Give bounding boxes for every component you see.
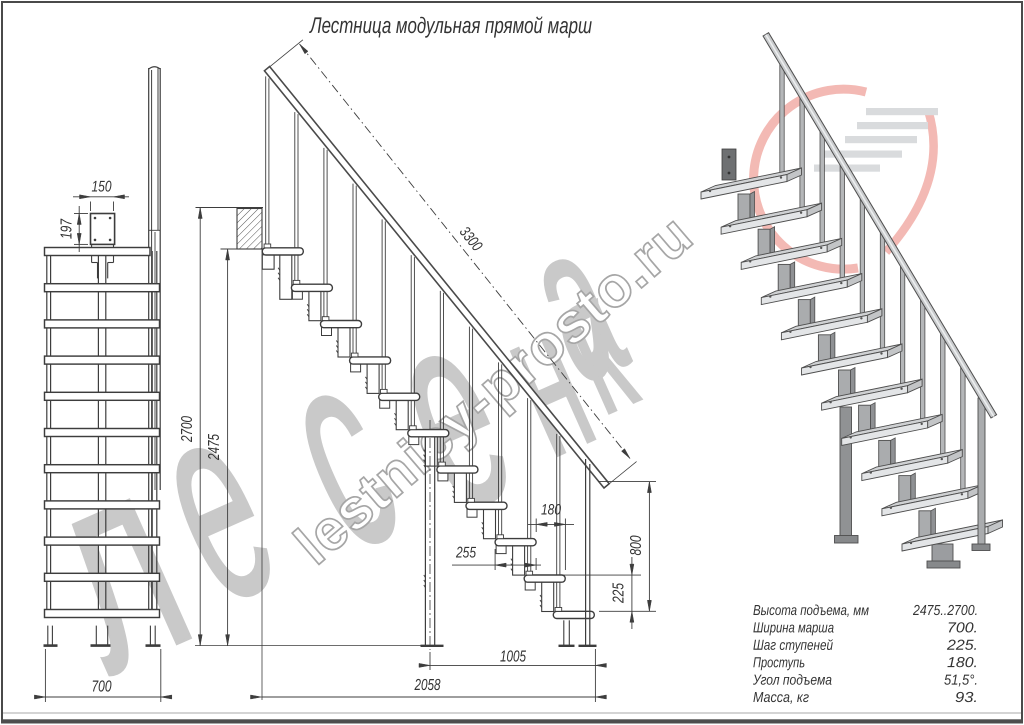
svg-text:Ширина марша: Ширина марша: [753, 620, 834, 636]
svg-text:225.: 225.: [946, 638, 978, 654]
svg-text:51,5°.: 51,5°.: [944, 673, 978, 689]
svg-text:Масса, кг: Масса, кг: [753, 690, 809, 706]
svg-text:Шаг ступеней: Шаг ступеней: [753, 638, 833, 654]
svg-text:1005: 1005: [500, 648, 526, 665]
svg-text:700.: 700.: [947, 620, 978, 636]
svg-text:255: 255: [455, 544, 476, 561]
svg-text:93.: 93.: [955, 690, 978, 706]
svg-text:700: 700: [91, 678, 111, 695]
svg-text:225: 225: [611, 583, 628, 604]
svg-text:2058: 2058: [414, 677, 441, 694]
svg-text:150: 150: [91, 178, 111, 195]
svg-text:180.: 180.: [947, 655, 978, 671]
svg-text:800: 800: [628, 535, 645, 555]
svg-text:197: 197: [59, 218, 76, 239]
svg-text:Лестница модульная прямой марш: Лестница модульная прямой марш: [308, 13, 592, 38]
svg-text:2700: 2700: [179, 416, 196, 443]
svg-text:2475: 2475: [206, 434, 223, 461]
svg-text:Высота подъема, мм: Высота подъема, мм: [753, 603, 869, 619]
svg-text:Угол подъема: Угол подъема: [752, 673, 832, 689]
svg-text:2475..2700.: 2475..2700.: [912, 603, 978, 619]
svg-text:Проступь: Проступь: [753, 655, 805, 671]
svg-text:180: 180: [541, 501, 562, 518]
